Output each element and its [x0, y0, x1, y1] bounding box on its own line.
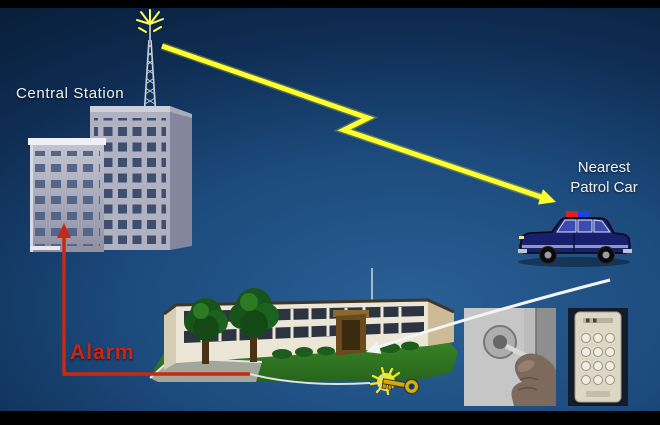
- building-entrance: [333, 310, 369, 356]
- lightbar-red: [566, 211, 578, 219]
- radio-tower-icon: [136, 9, 164, 119]
- signal-bolt-arrow: [160, 42, 556, 205]
- protected-building: [149, 288, 458, 382]
- nearest-patrol-car-label: Nearest Patrol Car: [552, 158, 656, 199]
- lock-and-key-photo: [464, 308, 556, 406]
- keypad-buttons: [581, 333, 615, 385]
- central-station-label: Central Station: [16, 85, 125, 102]
- tree-icon: [184, 298, 228, 364]
- police-car-icon: [518, 211, 632, 267]
- key-icon: [369, 366, 420, 396]
- key-connector-line: [249, 373, 371, 385]
- lightbar-blue: [578, 211, 590, 219]
- alarm-label: Alarm: [70, 341, 135, 364]
- nearest-patrol-car-line2: Patrol Car: [570, 179, 638, 197]
- driveway: [150, 358, 262, 382]
- central-station-building: [28, 106, 192, 252]
- transmit-spark-icon: [136, 9, 164, 33]
- headlight: [519, 236, 524, 239]
- entry-arrow: [366, 278, 611, 354]
- nearest-patrol-car-line1: Nearest: [577, 159, 631, 176]
- alarm-signal-arrow: [57, 223, 250, 376]
- tree-icon: [229, 288, 279, 362]
- keypad-photo: [568, 308, 628, 406]
